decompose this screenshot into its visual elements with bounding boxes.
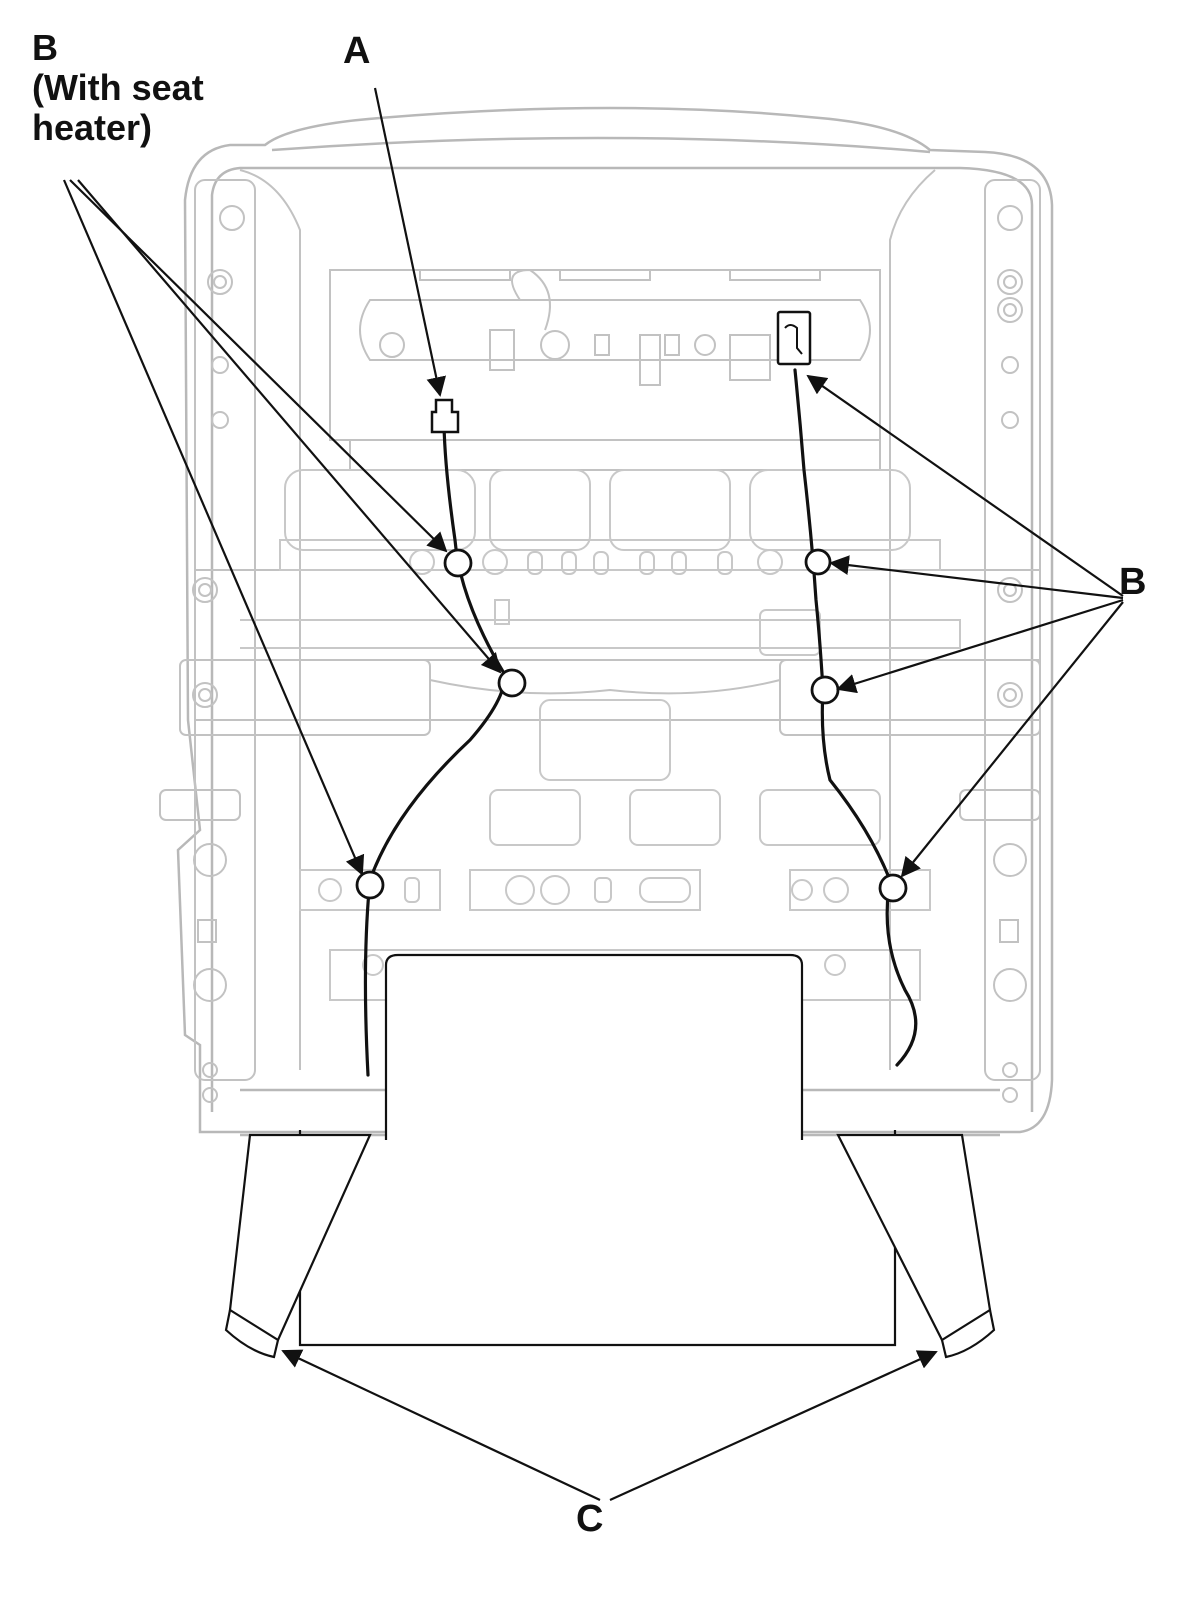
harness-wire-left: [363, 423, 507, 1077]
leader-b-heater-2: [77, 179, 502, 674]
wire-harness: [363, 368, 918, 1077]
leader-b-3: [836, 598, 1124, 694]
connectors: [430, 310, 812, 434]
middle-panel: [240, 469, 961, 656]
harness-clips: [355, 548, 908, 903]
strap-end-right: [940, 1308, 996, 1359]
clip-right-upper: [804, 548, 832, 576]
callout-c: C: [576, 1498, 604, 1540]
clip-left-upper: [443, 548, 473, 578]
leader-b-2: [829, 555, 1124, 600]
callout-a: A: [343, 30, 371, 72]
lower-panel: [299, 699, 931, 1001]
strap-end-left: [224, 1308, 280, 1359]
bottom-trim: [298, 1130, 897, 1347]
clip-right-middle: [810, 675, 840, 705]
leader-b-heater-1: [69, 179, 448, 553]
connector-a: [430, 398, 460, 434]
harness-wire-right: [793, 368, 918, 1067]
lower-pad: [384, 953, 804, 1140]
upper-cross-member: [329, 268, 881, 471]
callout-b-heater-note-line1: (With seat: [32, 67, 204, 108]
leader-c-right: [609, 1350, 938, 1502]
leader-a: [373, 87, 446, 397]
strap-right: [836, 1133, 992, 1342]
callout-b-heater-note-line2: heater): [32, 107, 153, 148]
side-frame-rails: [179, 169, 1041, 1081]
leader-b-heater-3: [62, 179, 365, 876]
callout-b-with-seat-heater: B (With seat heater): [32, 30, 204, 146]
leader-c-left: [281, 1349, 601, 1501]
clip-left-middle: [497, 668, 527, 698]
leader-b-4: [900, 601, 1124, 878]
clip-left-lower: [355, 870, 385, 900]
callout-b: B: [1119, 561, 1147, 603]
callout-b-heater-letter: B: [32, 27, 58, 68]
clip-right-lower: [878, 873, 908, 903]
leader-lines: [62, 87, 1124, 1502]
leader-b-1: [806, 374, 1124, 597]
harness-straps: [224, 1133, 996, 1359]
